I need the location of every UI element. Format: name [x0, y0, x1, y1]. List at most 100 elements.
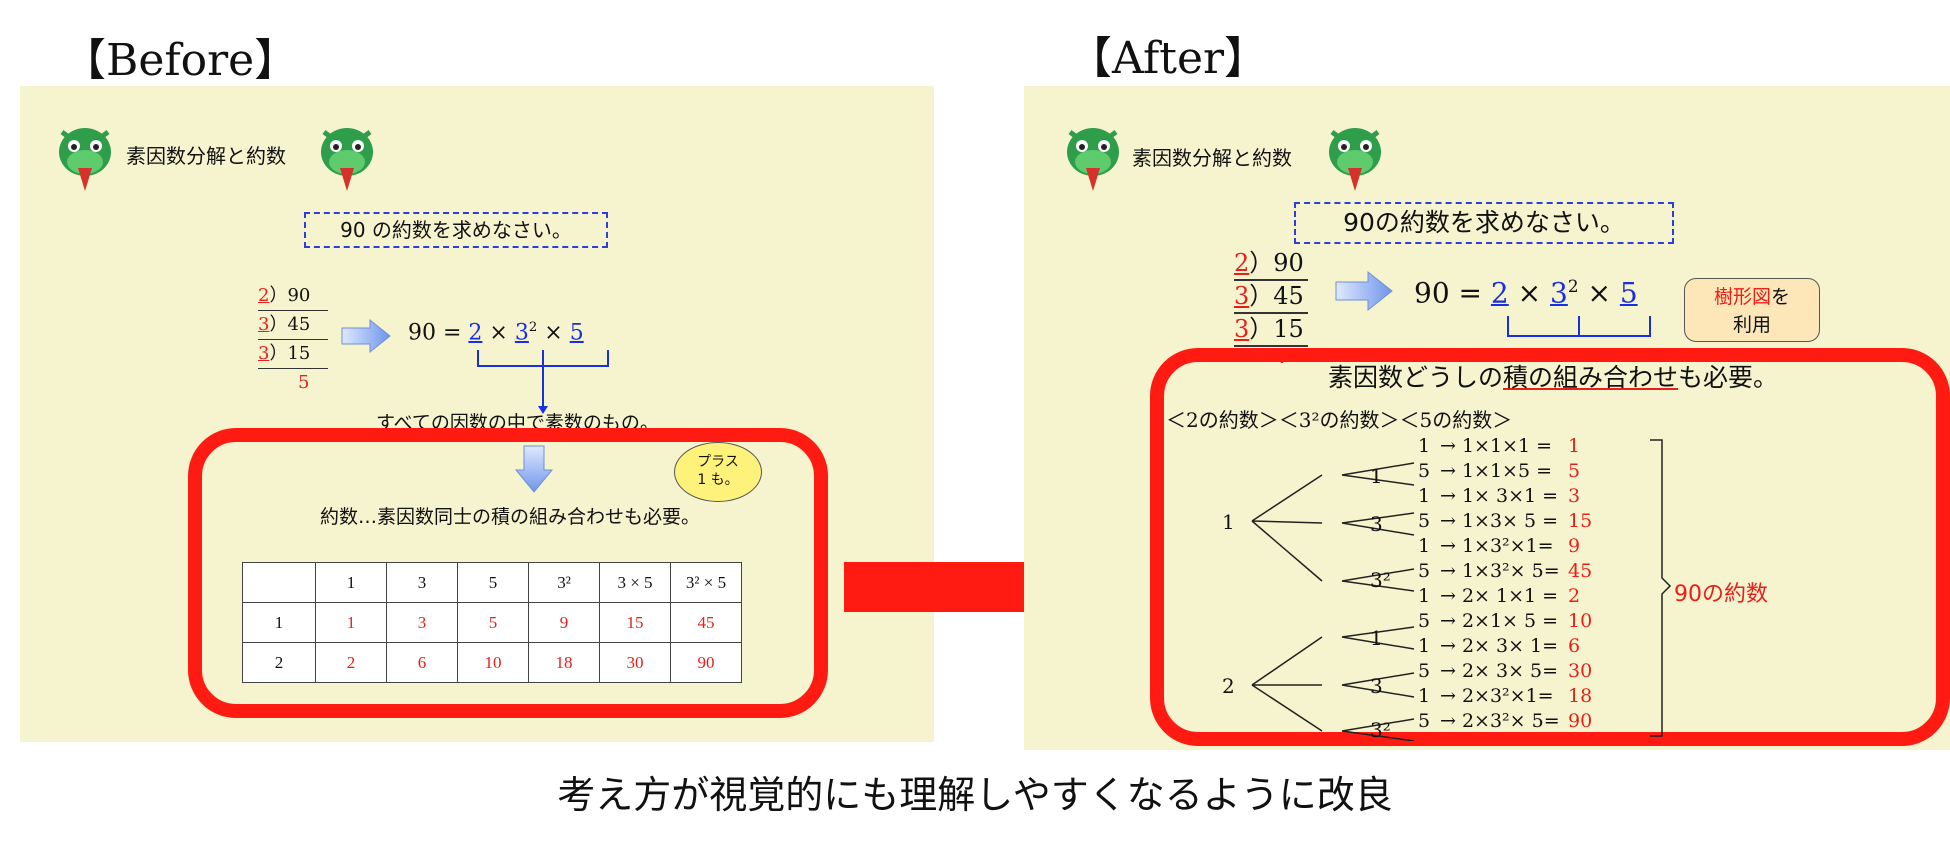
- division-sep: ）: [269, 285, 287, 306]
- list-item: 5→ 2×3²× 5=90: [1418, 709, 1592, 734]
- table-cell: 3: [387, 603, 458, 643]
- callout-box: 樹形図を 利用: [1684, 278, 1820, 342]
- division-ladder: 2）90 3）45 3）15 5: [258, 282, 328, 397]
- list-item: 5→ 2× 3× 5=30: [1418, 659, 1592, 684]
- leaf: 1: [1418, 484, 1440, 509]
- expression: → 2×3²×1=: [1440, 684, 1568, 709]
- expression: → 2× 1×1 =: [1440, 584, 1568, 609]
- table-header-cell: 3 × 5: [600, 563, 671, 603]
- expression: → 2×3²× 5=: [1440, 709, 1568, 734]
- divisor-value: 30: [1568, 659, 1592, 684]
- division-sep: ）: [1249, 282, 1273, 310]
- expression: → 2× 3× 5=: [1440, 659, 1568, 684]
- times-sign: ×: [544, 320, 562, 345]
- list-item: 1→ 2× 3× 1=6: [1418, 634, 1592, 659]
- tree-mid: 3²: [1370, 718, 1391, 744]
- remainder: 5: [258, 369, 328, 397]
- division-sep: ）: [1249, 315, 1273, 343]
- dragon-mascot-icon: [1058, 116, 1128, 196]
- divisor: 3: [258, 343, 269, 364]
- before-slide: 素因数分解と約数 90 の約数を求めなさい。 2）90 3）45 3）15 5 …: [20, 86, 934, 742]
- expression: → 1× 3×1 =: [1440, 484, 1568, 509]
- divisor-value: 5: [1568, 459, 1580, 484]
- leaf: 1: [1418, 584, 1440, 609]
- dividend: 90: [287, 285, 310, 306]
- table-header-cell: 3: [387, 563, 458, 603]
- slide-title: 素因数分解と約数: [1132, 142, 1292, 171]
- note-underlined: 積の組み合わせ: [1503, 363, 1678, 392]
- row-header-cell: 2: [243, 643, 316, 683]
- factor: 2: [1491, 276, 1509, 309]
- caption: 考え方が視覚的にも理解しやすくなるように改良: [0, 764, 1950, 819]
- factor: 5: [570, 320, 584, 345]
- products-note: 素因数どうしの積の組み合わせも必要。: [1328, 358, 1778, 394]
- table-cell: 18: [529, 643, 600, 683]
- table-header-cell: 3²: [529, 563, 600, 603]
- leaf: 1: [1418, 684, 1440, 709]
- expression: → 1×3²×1=: [1440, 534, 1568, 559]
- leaf: 5: [1418, 459, 1440, 484]
- divisor-value: 15: [1568, 509, 1592, 534]
- right-arrow-icon: [1334, 270, 1394, 312]
- table-cell: 10: [458, 643, 529, 683]
- times-sign: ×: [1587, 276, 1610, 309]
- list-item: 1→ 1× 3×1 =3: [1418, 484, 1592, 509]
- expression: → 2× 3× 1=: [1440, 634, 1568, 659]
- division-ladder: 2）90 3）45 3）15 5: [1234, 248, 1308, 363]
- table-cell: 6: [387, 643, 458, 683]
- division-sep: ）: [269, 314, 287, 335]
- equation-lhs: 90 =: [408, 320, 461, 345]
- times-sign: ×: [1518, 276, 1541, 309]
- question-box: 90 の約数を求めなさい。: [304, 212, 608, 248]
- tree-mid: 1: [1370, 464, 1383, 488]
- divisor-value: 6: [1568, 634, 1580, 659]
- factor: 5: [1620, 276, 1638, 309]
- table-header-cell: [243, 563, 316, 603]
- factor-equation: 90 = 2 × 32 × 5: [408, 320, 584, 345]
- dividend: 15: [287, 343, 310, 364]
- divisor: 3: [1234, 282, 1249, 310]
- dragon-mascot-icon: [1320, 116, 1390, 196]
- list-item: 5→ 1×1×5 =5: [1418, 459, 1592, 484]
- exponent: 2: [529, 320, 537, 335]
- dividend: 90: [1273, 249, 1304, 277]
- products-note: 約数…素因数同士の積の組み合わせも必要。: [320, 502, 700, 529]
- leaf: 1: [1418, 434, 1440, 459]
- speech-bubble: プラス 1 も。: [674, 442, 762, 502]
- list-item: 5→ 1×3× 5 =15: [1418, 509, 1592, 534]
- dividend: 45: [1273, 282, 1304, 310]
- divisor-value: 18: [1568, 684, 1592, 709]
- dividend: 45: [287, 314, 310, 335]
- tree-mid: 1: [1370, 626, 1383, 650]
- divisor-value: 90: [1568, 709, 1592, 734]
- divisor: 3: [258, 314, 269, 335]
- divisor-table: 1 3 5 3² 3 × 5 3² × 5 1 1 3 5 9 15 45 2 …: [242, 562, 742, 683]
- divisor-value: 2: [1568, 584, 1580, 609]
- division-sep: ）: [269, 343, 287, 364]
- leaf: 5: [1418, 559, 1440, 584]
- divisor: 2: [1234, 249, 1249, 277]
- tree-root: 1: [1222, 510, 1235, 534]
- tree-headers: ＜2の約数＞＜3²の約数＞＜5の約数＞: [1166, 404, 1512, 433]
- tree-mid: 3: [1370, 674, 1383, 698]
- after-heading: 【After】: [1068, 22, 1268, 86]
- dragon-mascot-icon: [50, 116, 120, 196]
- table-cell: 2: [316, 643, 387, 683]
- slide-title: 素因数分解と約数: [126, 140, 286, 169]
- expression: → 1×1×1 =: [1440, 434, 1568, 459]
- list-item: 1→ 1×1×1 =1: [1418, 434, 1592, 459]
- factor: 3: [515, 320, 529, 345]
- leaf: 5: [1418, 709, 1440, 734]
- factor: 3: [1550, 276, 1568, 309]
- expression: → 1×3× 5 =: [1440, 509, 1568, 534]
- divisor-value: 9: [1568, 534, 1580, 559]
- table-header-cell: 1: [316, 563, 387, 603]
- divisor: 3: [1234, 315, 1249, 343]
- list-item: 5→ 2×1× 5 =10: [1418, 609, 1592, 634]
- expression: → 1×3²× 5=: [1440, 559, 1568, 584]
- table-cell: 9: [529, 603, 600, 643]
- table-cell: 5: [458, 603, 529, 643]
- table-row: 1 1 3 5 9 15 45: [243, 603, 742, 643]
- bracket-connector: [1500, 314, 1660, 350]
- list-item: 1→ 2×3²×1=18: [1418, 684, 1592, 709]
